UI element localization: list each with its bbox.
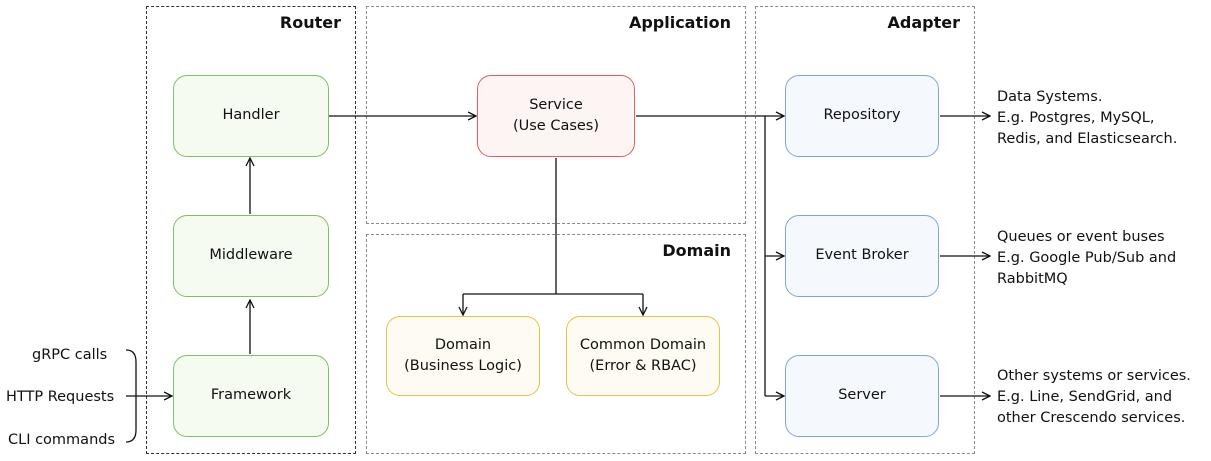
event-broker-output-label: Queues or event buses E.g. Google Pub/Su… <box>997 229 1177 288</box>
input-grpc-label: gRPC calls <box>32 347 108 363</box>
repository-output-label: Data Systems. E.g. Postgres, MySQL, Redi… <box>997 89 1178 148</box>
framework-node: Framework <box>173 355 329 437</box>
router-group: Router <box>146 6 356 454</box>
common-domain-node: Common Domain (Error & RBAC) <box>566 316 720 396</box>
event-broker-node: Event Broker <box>785 215 939 297</box>
domain-node: Domain (Business Logic) <box>386 316 540 396</box>
router-group-title: Router <box>279 13 341 32</box>
input-cli-label: CLI commands <box>8 432 116 448</box>
handler-node: Handler <box>173 75 329 157</box>
server-node: Server <box>785 355 939 437</box>
domain-group-title: Domain <box>662 241 731 260</box>
server-output-label: Other systems or services. E.g. Line, Se… <box>997 368 1191 427</box>
input-http-label: HTTP Requests <box>6 389 115 405</box>
adapter-group-title: Adapter <box>887 13 960 32</box>
middleware-node: Middleware <box>173 215 329 297</box>
repository-node: Repository <box>785 75 939 157</box>
adapter-group: Adapter <box>755 6 975 454</box>
application-group-title: Application <box>628 13 731 32</box>
service-node: Service (Use Cases) <box>477 75 635 157</box>
